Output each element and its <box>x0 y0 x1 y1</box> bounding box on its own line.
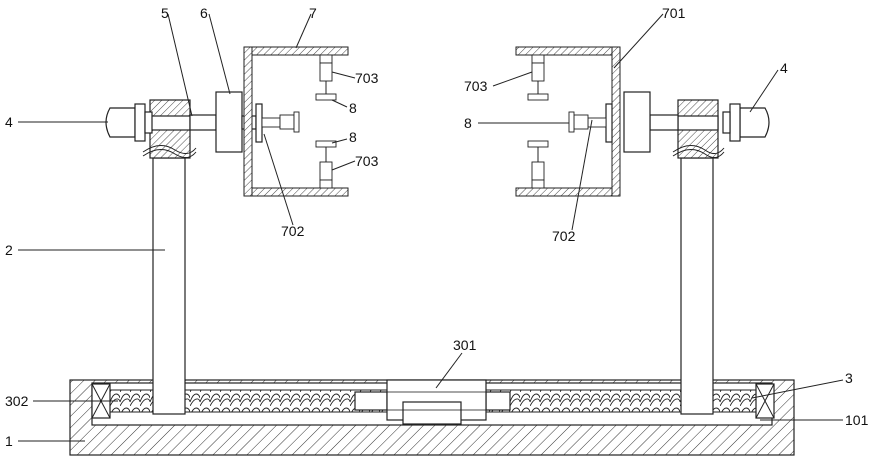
left-motor-6 <box>216 92 242 152</box>
label-703-right: 703 <box>464 78 488 94</box>
label-1: 1 <box>5 433 13 449</box>
leader-lines <box>18 14 843 441</box>
label-8-top-left: 8 <box>349 100 357 116</box>
label-5: 5 <box>161 5 169 21</box>
left-pad-top-8 <box>316 94 336 100</box>
left-clamp-frame-7 <box>244 47 348 196</box>
label-701: 701 <box>662 5 686 21</box>
label-702-left: 702 <box>281 223 305 239</box>
label-702-right: 702 <box>552 228 576 244</box>
left-plate-702 <box>256 104 262 142</box>
label-3: 3 <box>845 370 853 386</box>
label-4-right: 4 <box>780 60 788 76</box>
label-8-right: 8 <box>464 115 472 131</box>
right-clamp-frame-701 <box>516 47 620 196</box>
left-column-2 <box>143 100 196 414</box>
label-703-top-left: 703 <box>355 70 379 86</box>
right-column <box>673 100 724 414</box>
label-8-bottom-left: 8 <box>349 129 357 145</box>
label-302: 302 <box>5 393 29 409</box>
label-7: 7 <box>309 5 317 21</box>
left-shaft-5 <box>190 115 216 130</box>
label-4-left: 4 <box>5 114 13 130</box>
left-pad-bottom-8 <box>316 141 336 147</box>
label-2: 2 <box>5 242 13 258</box>
right-plate-702 <box>606 104 612 142</box>
label-101: 101 <box>845 412 869 428</box>
label-301: 301 <box>453 337 477 353</box>
label-703-bottom-left: 703 <box>355 153 379 169</box>
label-6: 6 <box>200 5 208 21</box>
